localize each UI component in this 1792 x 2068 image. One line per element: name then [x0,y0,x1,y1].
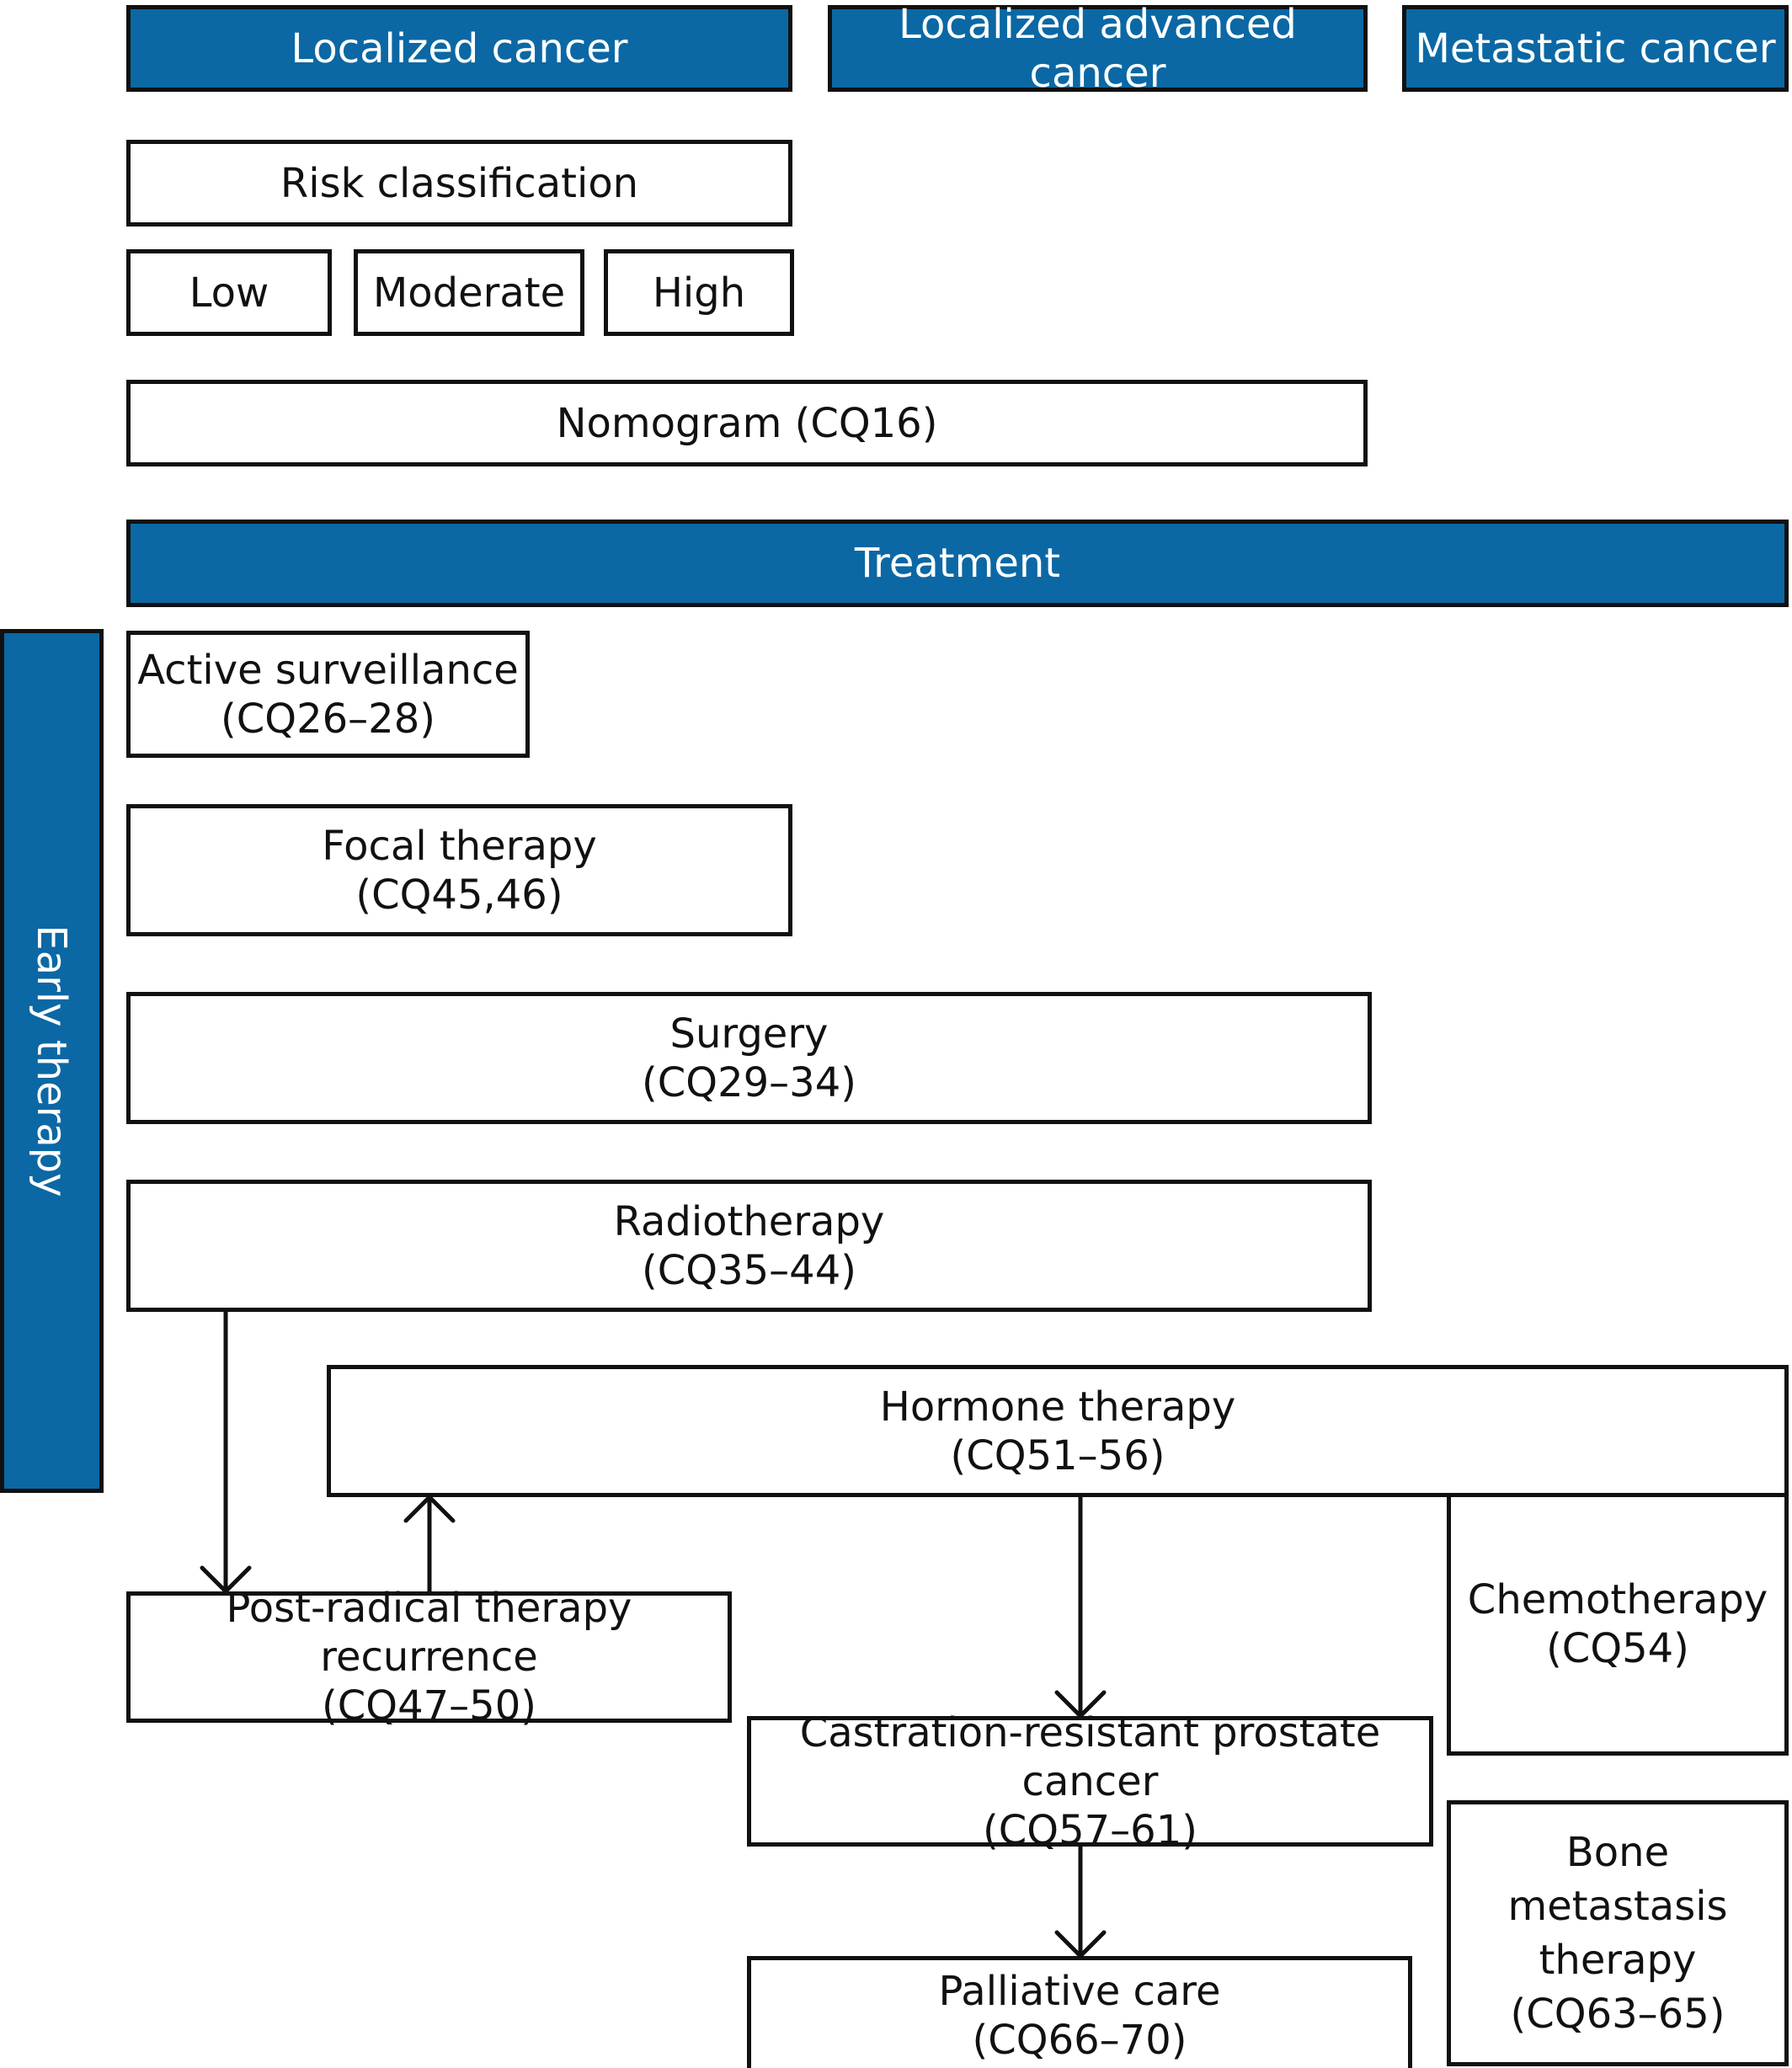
header-localized-cancer-label: Localized cancer [291,24,628,72]
header-localized-cancer: Localized cancer [126,5,792,92]
risk-moderate-label: Moderate [372,269,566,317]
chemotherapy-name: Chemotherapy [1467,1576,1768,1623]
recurrence-box: Post-radical therapy recurrence (CQ47–50… [126,1585,732,1730]
risk-moderate-box: Moderate [354,249,584,336]
palliative-care-ref: (CQ66–70) [972,2017,1187,2064]
edge-radiotherapy-to-recurrence [200,1309,252,1595]
palliative-care-name: Palliative care [938,1968,1221,2015]
palliative-care-box: Palliative care (CQ66–70) [747,1956,1412,2068]
risk-high-label: High [652,269,746,317]
bone-metastasis-box: Bone metastasis therapy (CQ63–65) [1447,1800,1789,2066]
surgery-box: Surgery (CQ29–34) [126,992,1372,1124]
early-therapy-bar [0,629,104,1493]
header-localized-advanced-cancer: Localized advanced cancer [828,1,1368,97]
active-surveillance-box: Active surveillance (CQ26–28) [126,631,530,758]
header-metastatic-cancer-label: Metastatic cancer [1415,24,1776,72]
header-treatment: Treatment [126,520,1789,607]
header-localized-advanced-cancer-label: Localized advanced cancer [899,0,1297,97]
header-treatment-label: Treatment [854,540,1061,587]
risk-low-label: Low [189,269,269,317]
crpc-ref: (CQ57–61) [983,1806,1197,1854]
risk-classification-label: Risk classification [280,159,639,207]
focal-therapy-ref: (CQ45,46) [355,871,563,919]
focal-therapy-name: Focal therapy [322,822,597,870]
edge-hormone-therapy-to-crpc [1054,1495,1107,1719]
surgery-ref: (CQ29–34) [642,1058,856,1106]
bone-metastasis-name-line2: therapy [1539,1937,1697,1984]
edge-recurrence-to-hormone-therapy [403,1494,456,1594]
radiotherapy-ref: (CQ35–44) [642,1246,856,1294]
nomogram-box: Nomogram (CQ16) [126,380,1368,466]
chemotherapy-ref: (CQ54) [1546,1625,1689,1672]
risk-classification-box: Risk classification [126,140,792,227]
risk-low-box: Low [126,249,332,336]
focal-therapy-box: Focal therapy (CQ45,46) [126,804,792,936]
recurrence-ref: (CQ47–50) [322,1682,536,1730]
hormone-therapy-name: Hormone therapy [879,1383,1236,1431]
nomogram-label: Nomogram (CQ16) [556,399,938,447]
active-surveillance-name: Active surveillance [137,646,519,694]
crpc-box: Castration-resistant prostate cancer (CQ… [747,1709,1433,1854]
risk-high-box: High [604,249,794,336]
header-metastatic-cancer: Metastatic cancer [1402,5,1789,92]
hormone-therapy-ref: (CQ51–56) [950,1431,1165,1479]
surgery-name: Surgery [669,1010,829,1058]
bone-metastasis-ref: (CQ63–65) [1510,1991,1725,2038]
radiotherapy-name: Radiotherapy [613,1197,885,1245]
recurrence-name: Post-radical therapy recurrence [226,1585,632,1681]
active-surveillance-ref: (CQ26–28) [221,695,435,743]
hormone-therapy-box: Hormone therapy (CQ51–56) [327,1365,1789,1497]
bone-metastasis-name-line1: Bone metastasis [1507,1829,1728,1930]
radiotherapy-box: Radiotherapy (CQ35–44) [126,1180,1372,1312]
edge-crpc-to-palliative-care [1054,1844,1107,1959]
chemotherapy-box: Chemotherapy (CQ54) [1447,1493,1789,1756]
crpc-name: Castration-resistant prostate cancer [799,1708,1381,1805]
